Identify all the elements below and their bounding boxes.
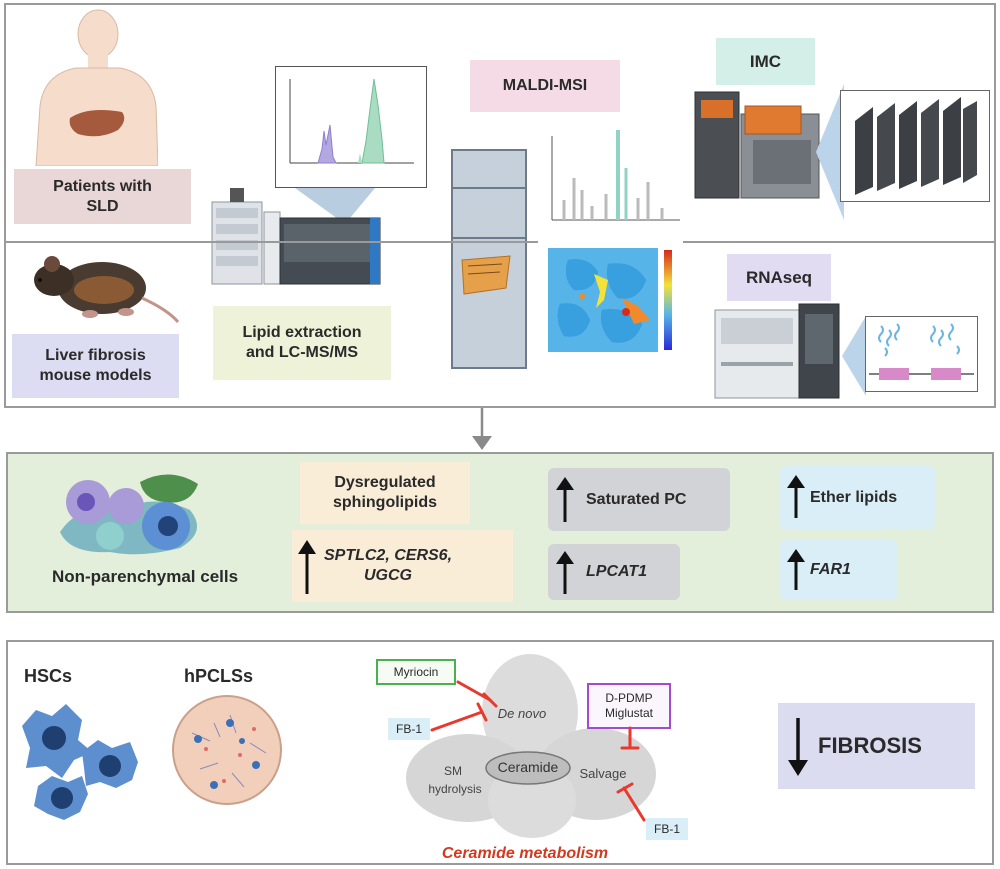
patients-label: Patients with SLD — [14, 169, 191, 224]
hpcls-label: hPCLSs — [184, 665, 254, 686]
mouse-panel — [4, 241, 996, 408]
far1-box — [780, 540, 898, 600]
liver-icon — [69, 110, 125, 137]
sphingo-genes-box — [292, 530, 513, 602]
fibrosis-box — [778, 703, 975, 789]
miglustat-label: Miglustat — [604, 706, 654, 720]
ceramide-label: Ceramide — [497, 759, 559, 776]
spectrum-funnel — [295, 188, 375, 224]
sm-label: SM — [444, 763, 462, 778]
maldi-label: MALDI-MSI — [470, 60, 620, 112]
mass-spectrum-icon — [289, 78, 414, 164]
imc-label: IMC — [716, 38, 815, 85]
ether-label: Ether lipids — [810, 488, 898, 506]
inhibitor-lines — [430, 680, 646, 822]
lpcat1-box — [548, 544, 680, 600]
up-arrow-icon — [787, 549, 805, 590]
maldi-instrument-icon — [451, 149, 527, 369]
sat-pc-box — [548, 468, 730, 531]
dpdmp-label: D-PDMP — [605, 691, 653, 705]
human-panel — [4, 3, 996, 243]
hydrolysis-label: hydrolysis — [428, 781, 482, 796]
up-arrow-icon — [556, 477, 574, 522]
sphingo-title: Dysregulated sphingolipids — [300, 462, 470, 524]
down-arrow-icon — [472, 408, 492, 450]
myriocin-box: Myriocin — [376, 659, 456, 685]
far1-label: FAR1 — [810, 561, 851, 578]
down-arrow-icon — [788, 718, 808, 776]
hscs-label: HSCs — [24, 665, 73, 686]
hsc-cells-icon — [22, 704, 138, 820]
npc-label: Non-parenchymal cells — [51, 567, 239, 587]
sequencer-icon — [714, 303, 840, 399]
denovo-label: De novo — [497, 705, 547, 721]
lipid-label: Lipid extraction and LC-MS/MS — [213, 306, 391, 380]
fibrosis-label: FIBROSIS — [818, 733, 922, 759]
rna-reads-icon — [869, 323, 974, 380]
up-arrow-icon — [298, 540, 316, 594]
mouse-icon — [34, 256, 180, 323]
mass-spectrum-frame — [275, 66, 427, 188]
pcls-slice-icon — [172, 695, 282, 805]
ceramide-flower — [406, 654, 656, 838]
up-arrow-icon — [787, 475, 805, 518]
heatmap-icon — [538, 240, 683, 370]
maldi-spectrum-icon — [551, 130, 680, 221]
fb1-a-box: FB-1 — [388, 718, 430, 740]
lc-ms-instrument-icon — [211, 188, 381, 285]
intervention-panel — [6, 640, 994, 865]
rnaseq-funnel — [842, 316, 866, 396]
salvage-label: Salvage — [579, 765, 627, 781]
imc-instrument-icon — [694, 91, 820, 199]
fb1-b-box: FB-1 — [646, 818, 688, 840]
human-body-icon — [35, 9, 158, 166]
mouse-label: Liver fibrosis mouse models — [12, 334, 179, 398]
sat-pc-label: Saturated PC — [586, 490, 687, 508]
sphingo-genes: SPTLC2, CERS6, UGCG — [323, 547, 453, 584]
rnaseq-label: RNAseq — [727, 254, 831, 301]
ether-box — [780, 466, 935, 529]
npc-cells-icon — [60, 474, 198, 555]
ceramide-metabolism-title: Ceramide metabolism — [441, 845, 609, 862]
up-arrow-icon — [556, 551, 574, 594]
lpcat1-label: LPCAT1 — [586, 563, 648, 580]
tissue-stack-icon — [855, 97, 977, 195]
imc-funnel — [816, 84, 844, 220]
